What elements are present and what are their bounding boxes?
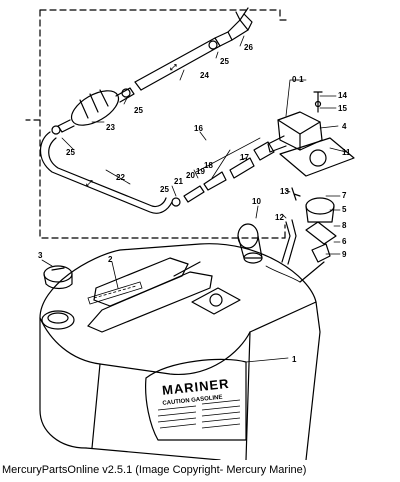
flow-arrow-icon: ⤢ bbox=[169, 63, 177, 72]
fuel-hose-lower bbox=[39, 131, 173, 214]
callout-20: 20 bbox=[186, 171, 195, 180]
gauge-float bbox=[237, 223, 263, 264]
fitting-assembly bbox=[183, 137, 275, 203]
vent-cap bbox=[43, 265, 73, 290]
gauge-mount-plate bbox=[191, 287, 241, 315]
tank-label-fine-print bbox=[157, 399, 241, 429]
callout-23: 23 bbox=[106, 123, 115, 132]
callout-19: 19 bbox=[196, 167, 205, 176]
callout-2: 2 bbox=[108, 255, 113, 264]
callout-12: 12 bbox=[275, 213, 284, 222]
tank-brand-label: MARINER bbox=[161, 376, 230, 398]
fuel-hose-upper bbox=[134, 37, 221, 91]
handle-label-plate bbox=[87, 281, 143, 305]
callout-10: 10 bbox=[252, 197, 261, 206]
hose-clamp bbox=[208, 40, 218, 50]
callout-22: 22 bbox=[116, 173, 125, 182]
callout-6: 6 bbox=[342, 237, 347, 246]
callout-25: 25 bbox=[134, 106, 143, 115]
engine-connector bbox=[214, 7, 253, 47]
callout-8: 8 bbox=[342, 221, 347, 230]
fuel-gauge-assembly bbox=[265, 187, 337, 283]
fuel-tank-parts-diagram: ⤢ ⤢ 1 2 3 4 5 6 7 8 9 10 11 12 13 14 15 … bbox=[25, 7, 355, 460]
screw bbox=[313, 91, 323, 113]
flow-arrow-icon: ⤢ bbox=[85, 179, 93, 188]
callout-1: 1 bbox=[292, 355, 297, 364]
hose-clamp bbox=[51, 125, 61, 135]
callout-15: 15 bbox=[338, 104, 347, 113]
callout-3: 3 bbox=[38, 251, 43, 260]
hose-kit-dashed-border bbox=[25, 9, 291, 239]
callout-25: 25 bbox=[160, 185, 169, 194]
callout-25: 25 bbox=[220, 57, 229, 66]
callout-26: 26 bbox=[244, 43, 253, 52]
callout-21: 21 bbox=[174, 177, 183, 186]
callout-14: 14 bbox=[338, 91, 347, 100]
hose-clamp bbox=[171, 197, 181, 207]
callout-13: 13 bbox=[280, 187, 289, 196]
hose-clamp bbox=[121, 88, 131, 98]
callout-24: 24 bbox=[200, 71, 209, 80]
callout-25: 25 bbox=[66, 148, 75, 157]
callout-5: 5 bbox=[342, 205, 347, 214]
callout-4: 4 bbox=[342, 122, 347, 131]
pickup-tube bbox=[281, 219, 297, 265]
callout-7: 7 bbox=[342, 191, 347, 200]
fuel-tank-body bbox=[39, 243, 321, 460]
outlet-housing bbox=[267, 111, 355, 177]
callout-17: 17 bbox=[240, 153, 249, 162]
tank-handle bbox=[87, 257, 213, 333]
filler-cap bbox=[41, 310, 75, 330]
leader-lines bbox=[41, 35, 347, 363]
callout-0-1: 0-1 bbox=[292, 75, 304, 84]
callout-18: 18 bbox=[204, 161, 213, 170]
image-copyright-caption: MercuryPartsOnline v2.5.1 (Image Copyrig… bbox=[2, 464, 307, 476]
callout-11: 11 bbox=[342, 148, 351, 157]
callout-16: 16 bbox=[194, 124, 203, 133]
callout-9: 9 bbox=[342, 250, 347, 259]
